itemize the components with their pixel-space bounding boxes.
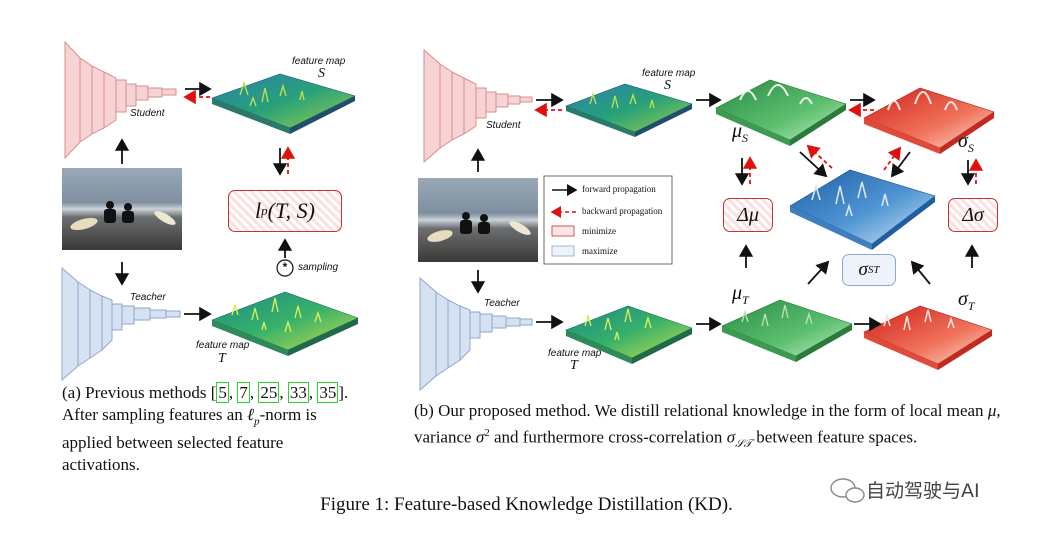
wechat-icon	[830, 478, 865, 503]
caption-right-p2: , variance	[414, 401, 1001, 447]
caption-left-lp-sub: p	[254, 415, 260, 428]
caption-right-sigma-st-sub: 𝒮𝒯	[735, 438, 753, 451]
sigma-st-symbol: σ	[858, 259, 868, 280]
ref-link-5[interactable]: 5	[216, 382, 229, 403]
sigma-t-label: σT	[958, 288, 975, 314]
feature-map-s-var-right: S	[664, 78, 671, 93]
sigma-t-symbol: σ	[958, 288, 968, 310]
mu-s-sub: S	[742, 131, 749, 145]
caption-right-sigma: σ	[475, 427, 485, 447]
feature-map-t-title-left: feature map	[196, 340, 250, 351]
caption-right-p3: and furthermore cross-correlation	[489, 427, 727, 447]
student-label-right: Student	[486, 120, 521, 131]
watermark-text: 自动驾驶与AI	[866, 480, 980, 502]
sigma-s-label: σS	[958, 130, 974, 156]
teacher-network-right	[419, 276, 533, 392]
caption-right-p4: between feature spaces.	[752, 427, 918, 447]
caption-right: (b) Our proposed method. We distill rela…	[414, 400, 1004, 455]
mean-map-t	[721, 299, 853, 362]
mu-s-symbol: μ	[732, 120, 743, 142]
caption-right-sigma-st: σ	[726, 427, 736, 447]
feature-map-t-var-right: T	[570, 358, 578, 373]
caption-right-p1: (b) Our proposed method. We distill rela…	[414, 401, 988, 420]
sampling-icon	[276, 259, 294, 277]
sigma-s-sub: S	[967, 141, 974, 155]
cross-correlation-map	[789, 169, 936, 250]
feature-map-t-right	[565, 305, 693, 364]
feature-map-s-right	[565, 83, 693, 137]
teacher-label-right: Teacher	[484, 298, 520, 309]
beach-photo-left	[62, 168, 182, 250]
ref-link-7[interactable]: 7	[237, 382, 250, 403]
ref-link-33[interactable]: 33	[287, 382, 309, 403]
caption-left-p1: (a) Previous methods [	[62, 383, 217, 402]
loss-args: (T, S)	[267, 198, 315, 223]
legend-maximize: maximize	[582, 246, 618, 256]
legend-backward: backward propagation	[582, 206, 663, 216]
delta-sigma-text: Δσ	[962, 203, 984, 226]
mu-t-sub: T	[742, 293, 749, 307]
feature-map-t-var-left: T	[218, 351, 226, 366]
student-network-right	[423, 48, 533, 164]
caption-left: (a) Previous methods [5, 7, 25, 33, 35].…	[62, 382, 349, 475]
feature-map-t-title-right: feature map	[548, 348, 602, 359]
caption-left-p2: ]. After sampling features an	[62, 383, 349, 424]
legend-minimize: minimize	[582, 226, 616, 236]
sigma-s-symbol: σ	[958, 130, 968, 152]
variance-map-t	[863, 305, 993, 370]
right-arrows	[470, 92, 984, 332]
mu-s-label: μS	[732, 120, 748, 146]
loss-symbol: l	[255, 198, 262, 223]
sigma-t-sub: T	[967, 299, 975, 313]
feature-map-s-title-left: feature map	[292, 56, 346, 67]
teacher-label-left: Teacher	[130, 292, 166, 303]
student-network-left	[64, 40, 177, 160]
delta-sigma-box: Δσ	[948, 198, 998, 232]
mu-t-symbol: μ	[732, 282, 743, 304]
sigma-st-sub: ST	[867, 264, 880, 276]
teacher-network-left	[61, 266, 181, 382]
feature-map-s-var-left: S	[318, 66, 325, 81]
delta-mu-box: Δμ	[723, 198, 773, 232]
delta-mu-text: Δμ	[737, 203, 759, 226]
caption-right-sup: 2	[484, 427, 490, 439]
left-arrows	[114, 81, 296, 322]
loss-sub: p	[261, 203, 268, 218]
figure-caption: Figure 1: Feature-based Knowledge Distil…	[320, 494, 733, 515]
mean-map-s	[715, 79, 847, 146]
caption-left-lp: ℓ	[247, 405, 255, 424]
caption-left-p3: -norm is applied between selected featur…	[62, 405, 317, 475]
student-label-left: Student	[130, 108, 165, 119]
caption-right-mu: μ	[987, 401, 997, 420]
mu-t-label: μT	[732, 282, 749, 308]
sampling-asterisk: *	[282, 260, 288, 274]
ref-link-25[interactable]: 25	[258, 382, 280, 403]
legend-forward: forward propagation	[582, 184, 656, 194]
sampling-label: sampling	[298, 262, 339, 273]
variance-map-s	[863, 87, 995, 154]
feature-map-s-title-right: feature map	[642, 68, 696, 79]
feature-map-s-left	[211, 73, 356, 134]
legend-box	[543, 175, 673, 265]
ref-link-35[interactable]: 35	[317, 382, 339, 403]
beach-photo-right	[418, 178, 538, 262]
feature-map-t-left	[211, 291, 359, 356]
